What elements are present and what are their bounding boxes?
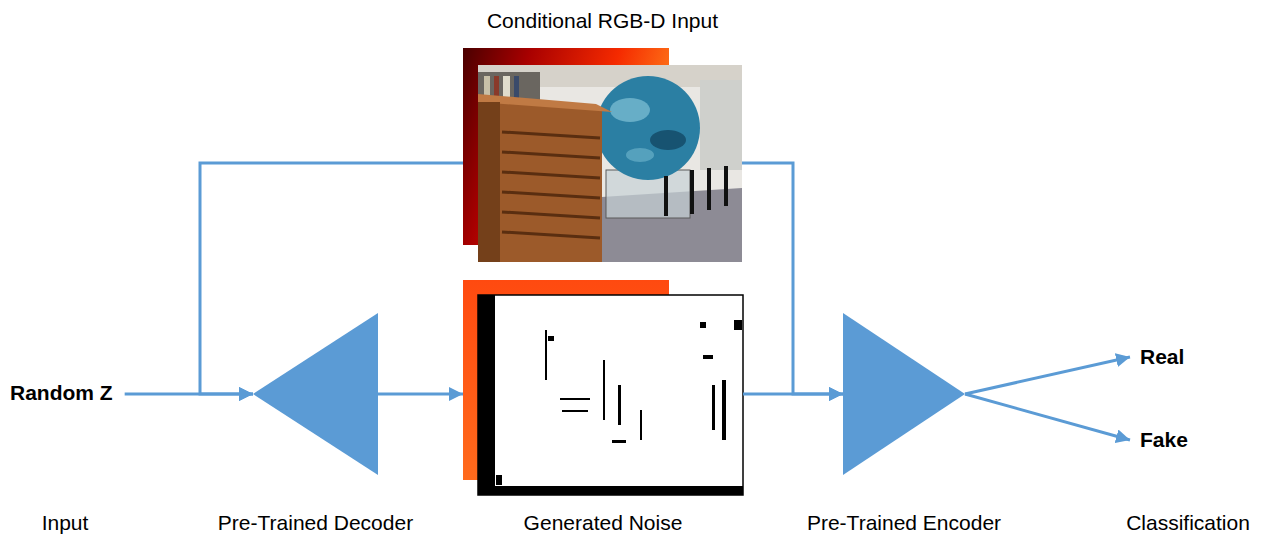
globe-patch	[650, 130, 686, 150]
triangle-shape	[843, 313, 965, 475]
noise-blob	[640, 410, 642, 440]
triangle-fill	[253, 313, 378, 475]
drawer	[502, 132, 600, 138]
mask-strip	[478, 486, 743, 495]
network-block: Pre-Trained Decoder	[253, 313, 378, 475]
noise-blob	[712, 385, 715, 430]
node-label: Real	[1140, 344, 1184, 369]
stanchion	[664, 176, 668, 216]
text-node: Real	[1140, 344, 1184, 369]
drawer	[502, 212, 600, 218]
noise-blob	[703, 355, 713, 359]
globe-patch	[626, 148, 654, 162]
network-block: Pre-Trained Encoder	[843, 313, 965, 475]
text-node: Fake	[1140, 427, 1188, 452]
image-node: Generated Noise	[463, 280, 743, 495]
node-label: Fake	[1140, 427, 1188, 452]
noise-blob	[700, 322, 706, 328]
cabinet-side	[478, 102, 500, 262]
flow-arrow	[965, 357, 1130, 394]
text-node: Random Z	[10, 380, 113, 405]
noise-blob	[548, 336, 554, 341]
globe-patch	[610, 98, 650, 122]
node-label: Random Z	[10, 380, 113, 405]
triangle-shape	[253, 313, 378, 475]
block-caption: Conditional RGB-D Input	[487, 8, 718, 33]
drawer	[502, 192, 600, 198]
noise-blob	[562, 410, 588, 412]
mask-ground	[478, 295, 743, 495]
wall	[478, 65, 742, 262]
rgb-photo	[478, 65, 742, 262]
stanchion	[690, 170, 694, 214]
noise-blob	[722, 380, 726, 440]
noise-blob	[545, 330, 547, 380]
block-caption: Generated Noise	[524, 510, 683, 535]
cabinet	[478, 100, 602, 262]
noise-blob	[612, 440, 626, 443]
back-wall	[700, 80, 742, 170]
column-caption: Classification	[1126, 510, 1250, 535]
drawer	[502, 232, 600, 238]
stanchion	[724, 166, 728, 206]
flow-arrow	[378, 393, 463, 396]
noise-blob	[618, 385, 621, 425]
noise-blob	[734, 320, 742, 330]
flow-arrow	[965, 394, 1130, 440]
stanchion	[707, 168, 711, 210]
noise-mask	[478, 295, 743, 495]
triangle-fill	[843, 313, 965, 475]
block-caption: Pre-Trained Encoder	[807, 510, 1001, 535]
globe	[596, 76, 700, 180]
block-caption: Pre-Trained Decoder	[218, 510, 413, 535]
drawer	[502, 152, 600, 158]
column-caption: Input	[42, 510, 89, 535]
mask-strip	[478, 295, 495, 495]
noise-blob	[603, 360, 605, 420]
noise-blob	[496, 475, 502, 485]
noise-blob	[560, 398, 590, 400]
image-node: Conditional RGB-D Input	[463, 48, 742, 262]
drawer	[502, 172, 600, 178]
flow-arrow	[742, 163, 843, 394]
